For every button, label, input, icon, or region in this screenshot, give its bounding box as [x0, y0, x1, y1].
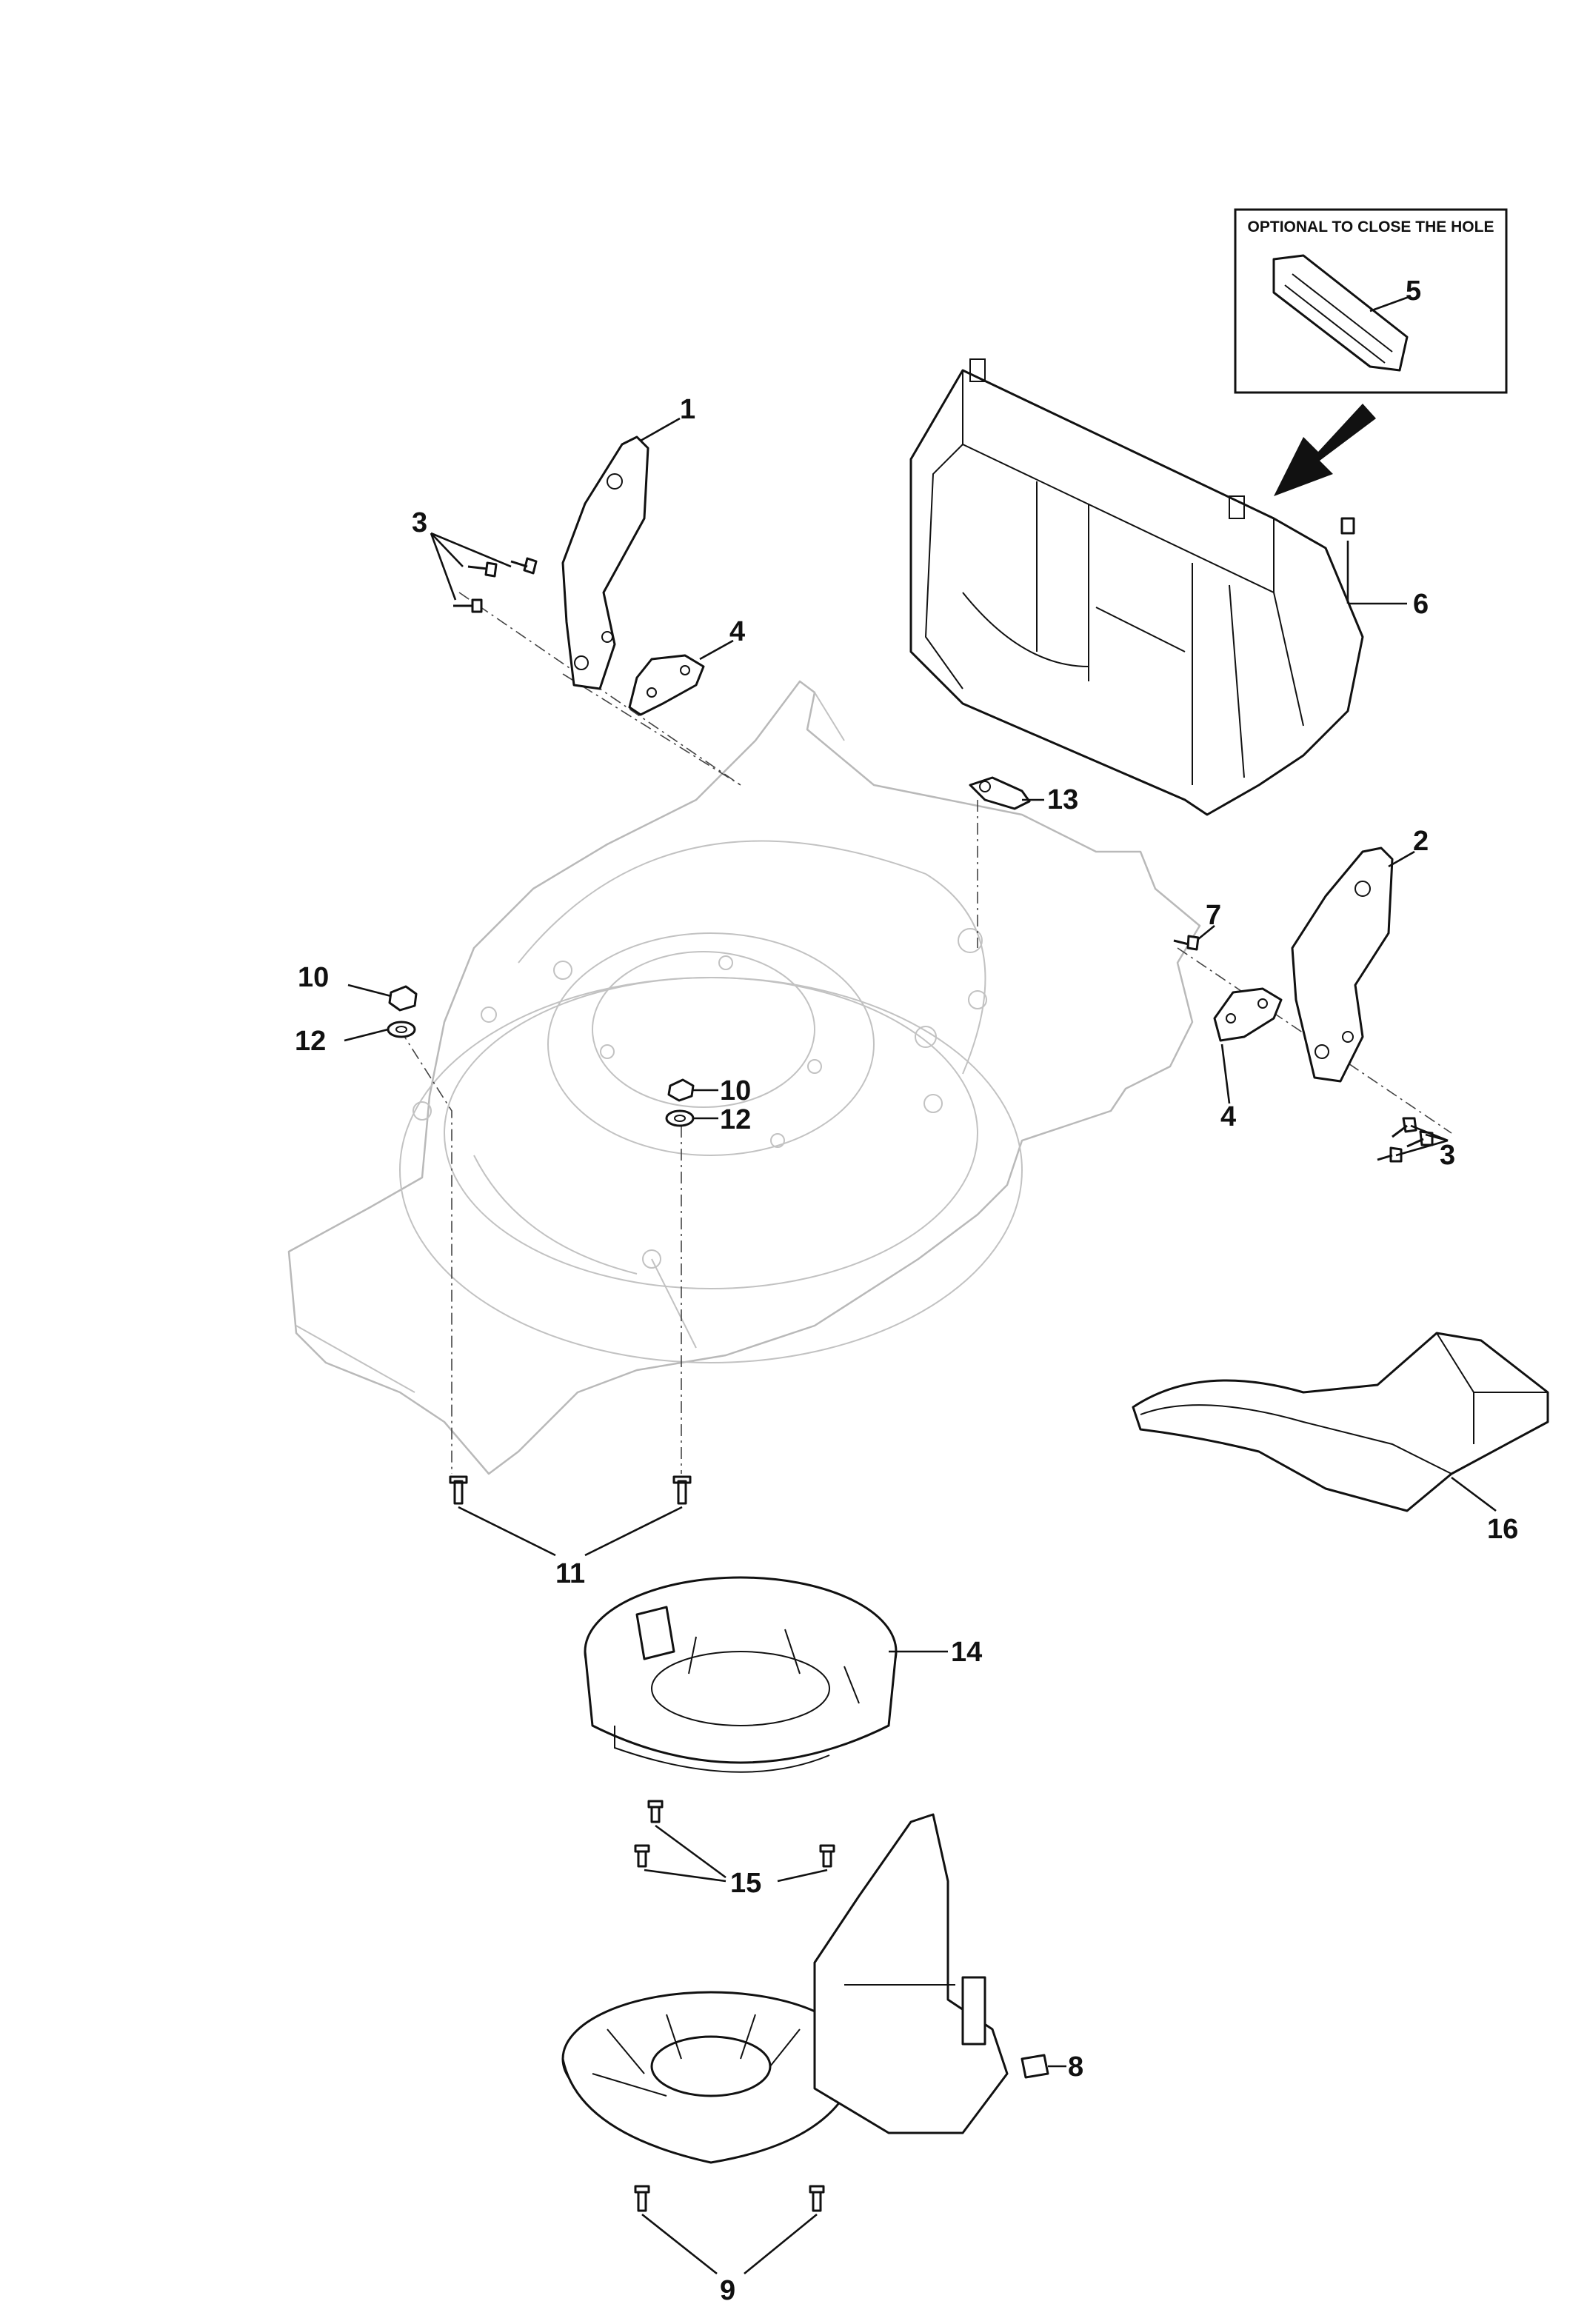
callout-labels: 1 2 3 3 4 4 5 6 7 8 9 10 10 11 12 12 13 …: [295, 276, 1518, 2306]
part-10-nut-center: [667, 1078, 695, 1102]
part-3-screws-left: [453, 557, 538, 613]
inset-title: OPTIONAL TO CLOSE THE HOLE: [1248, 218, 1494, 236]
callout-13: 13: [1047, 784, 1078, 815]
part-6-chute-housing: [909, 358, 1364, 816]
inset-box: OPTIONAL TO CLOSE THE HOLE: [1234, 208, 1508, 394]
mower-deck: [287, 680, 1201, 1475]
callout-3-right: 3: [1440, 1140, 1455, 1171]
part-11-bolts: [449, 1475, 692, 1505]
part-15-screws: [634, 1800, 835, 1868]
direction-arrow: [1274, 404, 1376, 496]
part-4-clip-right: [1213, 987, 1283, 1042]
callout-10-center: 10: [720, 1075, 751, 1106]
callout-5: 5: [1406, 276, 1421, 307]
part-16-side-deflector: [1132, 1332, 1549, 1512]
callout-6: 6: [1413, 589, 1429, 620]
callout-8: 8: [1068, 2051, 1083, 2083]
part-8-mulching-bowl: [561, 1813, 1049, 2164]
part-3-screws-right: [1377, 1117, 1434, 1163]
callout-12-left: 12: [295, 1026, 326, 1057]
part-9-screws: [634, 2185, 825, 2212]
callout-9: 9: [720, 2275, 735, 2306]
callout-14: 14: [951, 1637, 982, 1668]
callout-4-right: 4: [1220, 1101, 1236, 1132]
callout-11: 11: [555, 1558, 585, 1589]
part-2-right-bracket: [1291, 847, 1394, 1083]
callout-4-left: 4: [729, 616, 745, 647]
callout-16: 16: [1487, 1514, 1518, 1545]
part-1-left-bracket: [561, 435, 649, 690]
part-12-washer-center: [665, 1109, 695, 1127]
callout-3-left: 3: [412, 507, 427, 538]
callout-15: 15: [730, 1868, 761, 1899]
leader-lines: [344, 295, 1497, 2275]
callout-12-center: 12: [720, 1104, 751, 1135]
part-14-cover-bowl: [584, 1576, 898, 1773]
part-13-tab: [969, 776, 1031, 810]
part-12-washer-left: [387, 1021, 416, 1038]
part-4-clip-left: [628, 654, 705, 716]
callout-1: 1: [680, 394, 695, 425]
callout-2: 2: [1413, 826, 1429, 857]
part-10-nut-left: [388, 985, 418, 1012]
part-7-bolt: [1173, 935, 1200, 951]
callout-7: 7: [1206, 900, 1221, 931]
callout-10-left: 10: [298, 962, 329, 993]
